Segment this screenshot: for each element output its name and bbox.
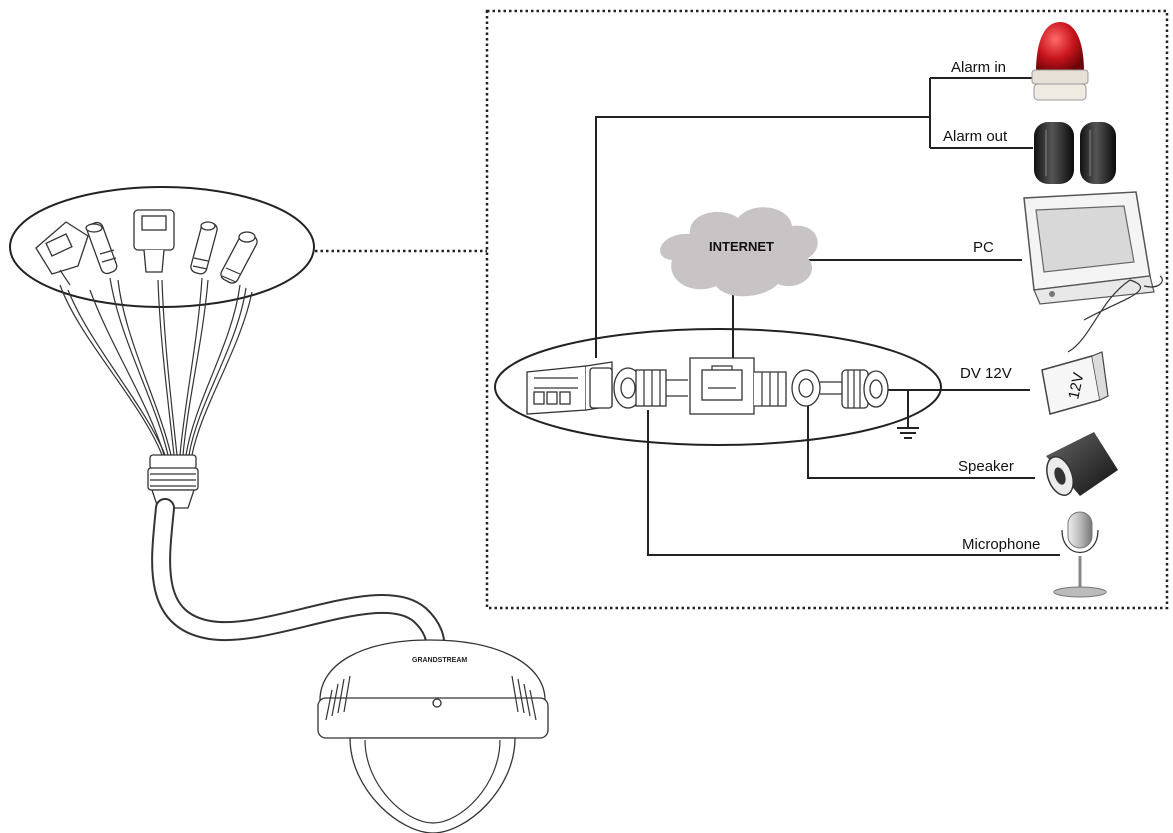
crt-monitor-icon xyxy=(1023,191,1163,305)
brand-label: GRANDSTREAM xyxy=(412,657,467,664)
bnc-detail xyxy=(613,367,688,409)
rj45-connector xyxy=(133,209,175,273)
bnc-plug xyxy=(85,221,118,275)
pc-label: PC xyxy=(973,239,994,256)
connector-detail-ellipse xyxy=(494,328,942,446)
cable-gland xyxy=(147,454,199,509)
terminal-block-connector xyxy=(35,221,89,286)
dv12v-label: DV 12V xyxy=(960,365,1012,382)
connector-highlight-ellipse xyxy=(9,186,315,308)
adapter-voltage-label: 12V xyxy=(1065,371,1087,401)
speaker-label: Speaker xyxy=(958,458,1014,475)
internet-label: INTERNET xyxy=(709,239,774,254)
terminal-block-detail xyxy=(526,361,613,415)
camera-cable-assembly: GRANDSTREAM xyxy=(9,186,549,833)
alarm-out-label: Alarm out xyxy=(943,128,1008,145)
rj45-detail xyxy=(689,357,755,415)
detail-frame xyxy=(485,9,1169,610)
wiring-lines xyxy=(595,77,1060,556)
red-siren-light-icon xyxy=(1031,22,1089,101)
audio-plug xyxy=(190,221,218,275)
power-adapter-icon: 12V xyxy=(1041,279,1142,415)
dome-camera: GRANDSTREAM xyxy=(317,639,549,833)
horn-speaker-icon xyxy=(1046,432,1118,496)
alarm-in-label: Alarm in xyxy=(951,59,1006,76)
microphone-label: Microphone xyxy=(962,536,1040,553)
beam-sensor-pair-icon xyxy=(1034,122,1116,184)
internet-cloud: INTERNET xyxy=(660,207,818,297)
microphone-stand-icon xyxy=(1053,511,1107,598)
power-jack xyxy=(220,231,258,284)
audio-power-detail xyxy=(754,369,889,409)
